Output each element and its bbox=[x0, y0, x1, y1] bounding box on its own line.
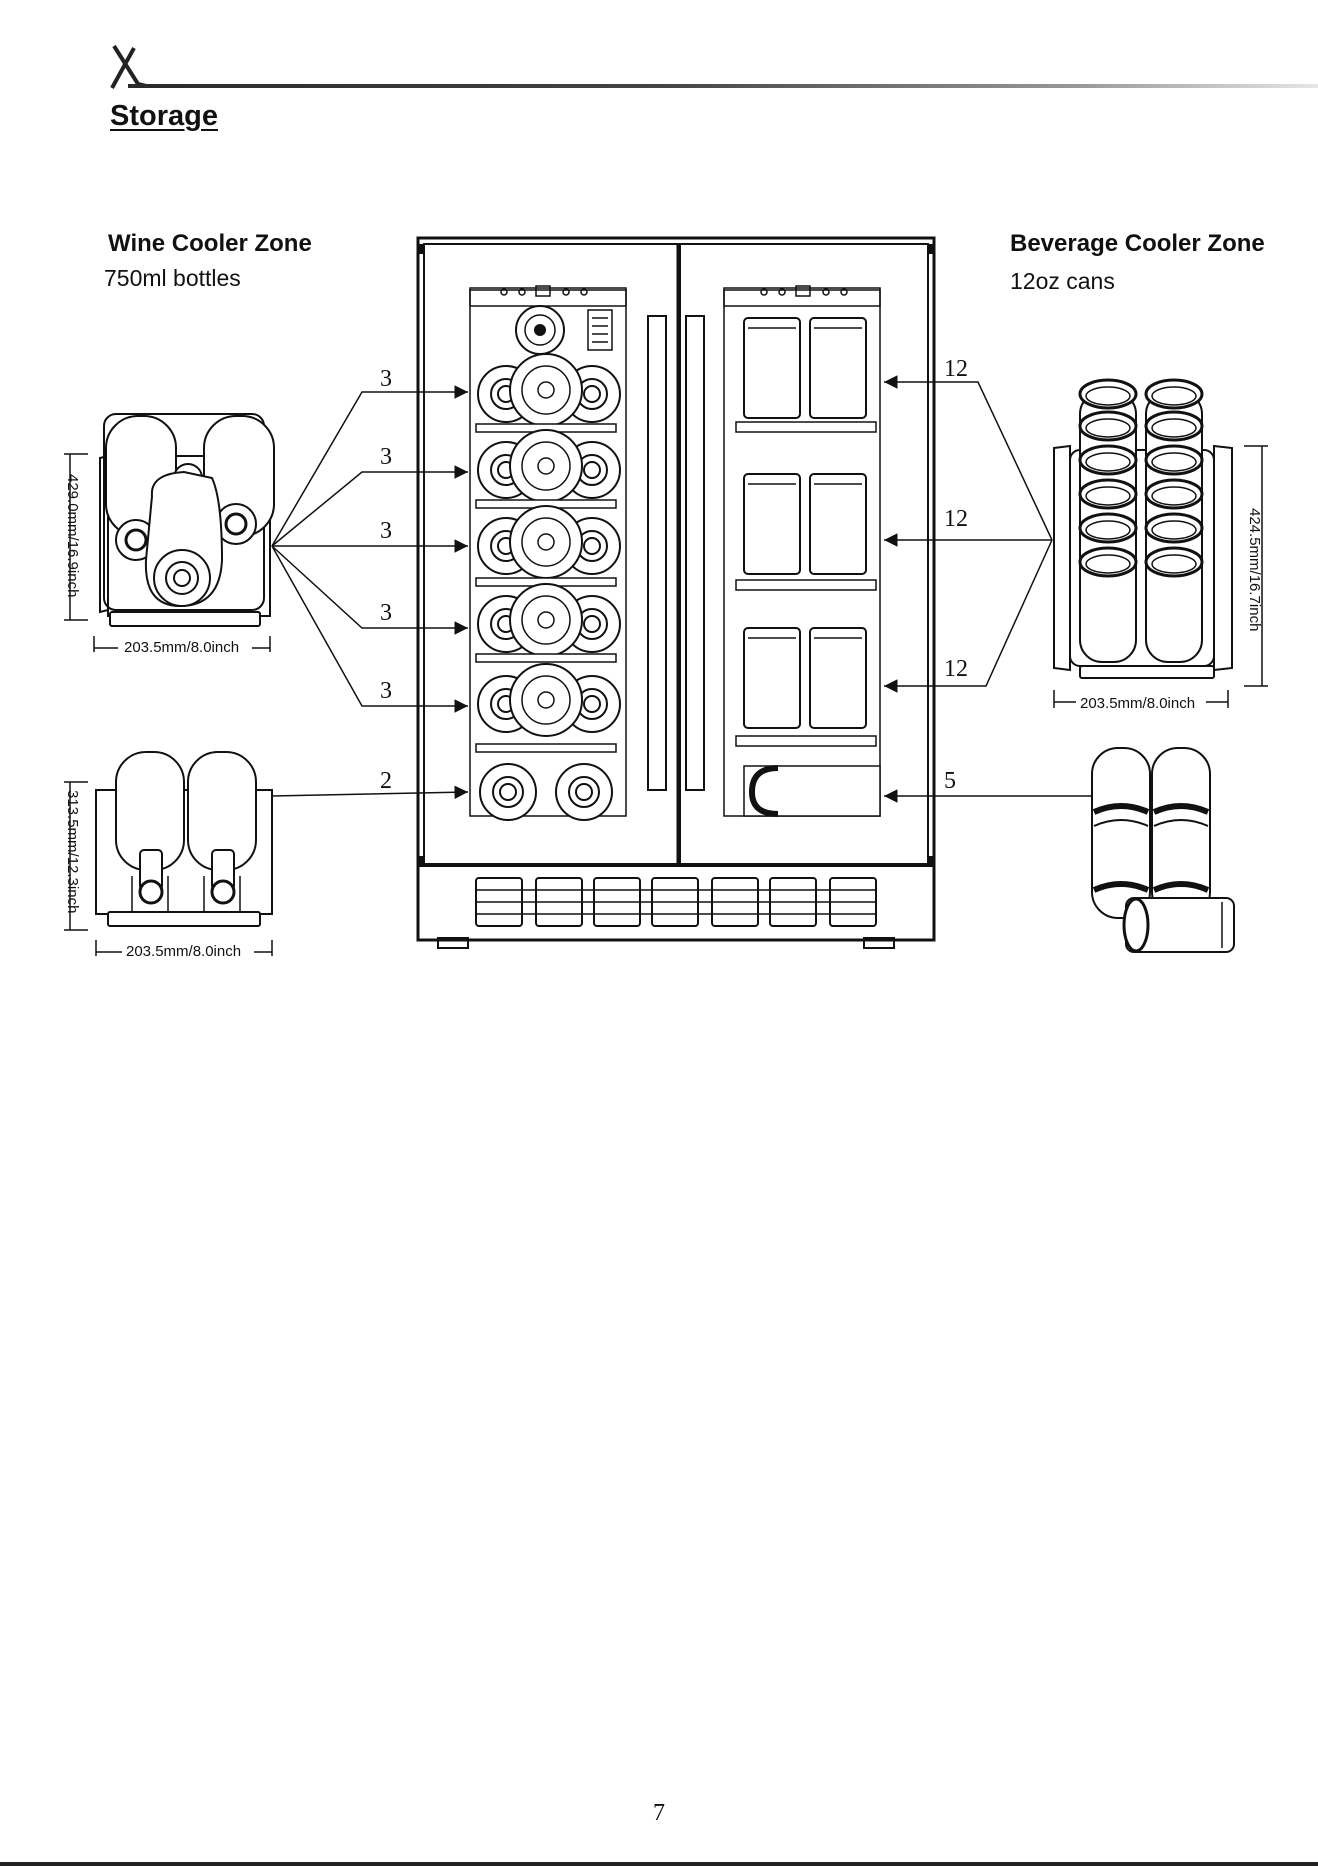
beverage-can-rack-width-label: 203.5mm/8.0inch bbox=[1080, 695, 1195, 712]
beverage-can-rack-height-label: 424.5mm/16.7inch bbox=[1246, 508, 1263, 631]
wine-shelf-count-6: 2 bbox=[380, 768, 392, 794]
wine-rack-small-width-label: 203.5mm/8.0inch bbox=[126, 943, 241, 960]
wine-rack-large bbox=[100, 414, 274, 626]
wine-shelf-count-1: 3 bbox=[380, 366, 392, 392]
beverage-shelf-4 bbox=[744, 766, 880, 816]
wine-shelf-count-4: 3 bbox=[380, 600, 392, 626]
page-number: 7 bbox=[0, 1800, 1318, 1827]
wine-rack-large-height-label: 429.0mm/16.9inch bbox=[64, 474, 81, 597]
beverage-shelf-count-1: 12 bbox=[944, 356, 968, 382]
wine-rack-large-width-label: 203.5mm/8.0inch bbox=[124, 639, 239, 656]
beverage-shelf-count-3: 12 bbox=[944, 656, 968, 682]
beverage-shelf-count-2: 12 bbox=[944, 506, 968, 532]
beverage-can-rack bbox=[1054, 380, 1232, 678]
wine-shelf-count-3: 3 bbox=[380, 518, 392, 544]
storage-diagram: 3 3 3 3 3 2 12 12 12 5 429.0mm/16 bbox=[0, 0, 1318, 980]
wine-shelf-count-5: 3 bbox=[380, 678, 392, 704]
wine-rack-small bbox=[96, 752, 272, 926]
beverage-shelf-count-4: 5 bbox=[944, 768, 956, 794]
wine-shelf-count-2: 3 bbox=[380, 444, 392, 470]
footer-rule bbox=[0, 1862, 1318, 1866]
wine-rack-small-height-label: 313.5mm/12.3inch bbox=[64, 790, 81, 913]
loose-cans-stack bbox=[1092, 748, 1234, 952]
